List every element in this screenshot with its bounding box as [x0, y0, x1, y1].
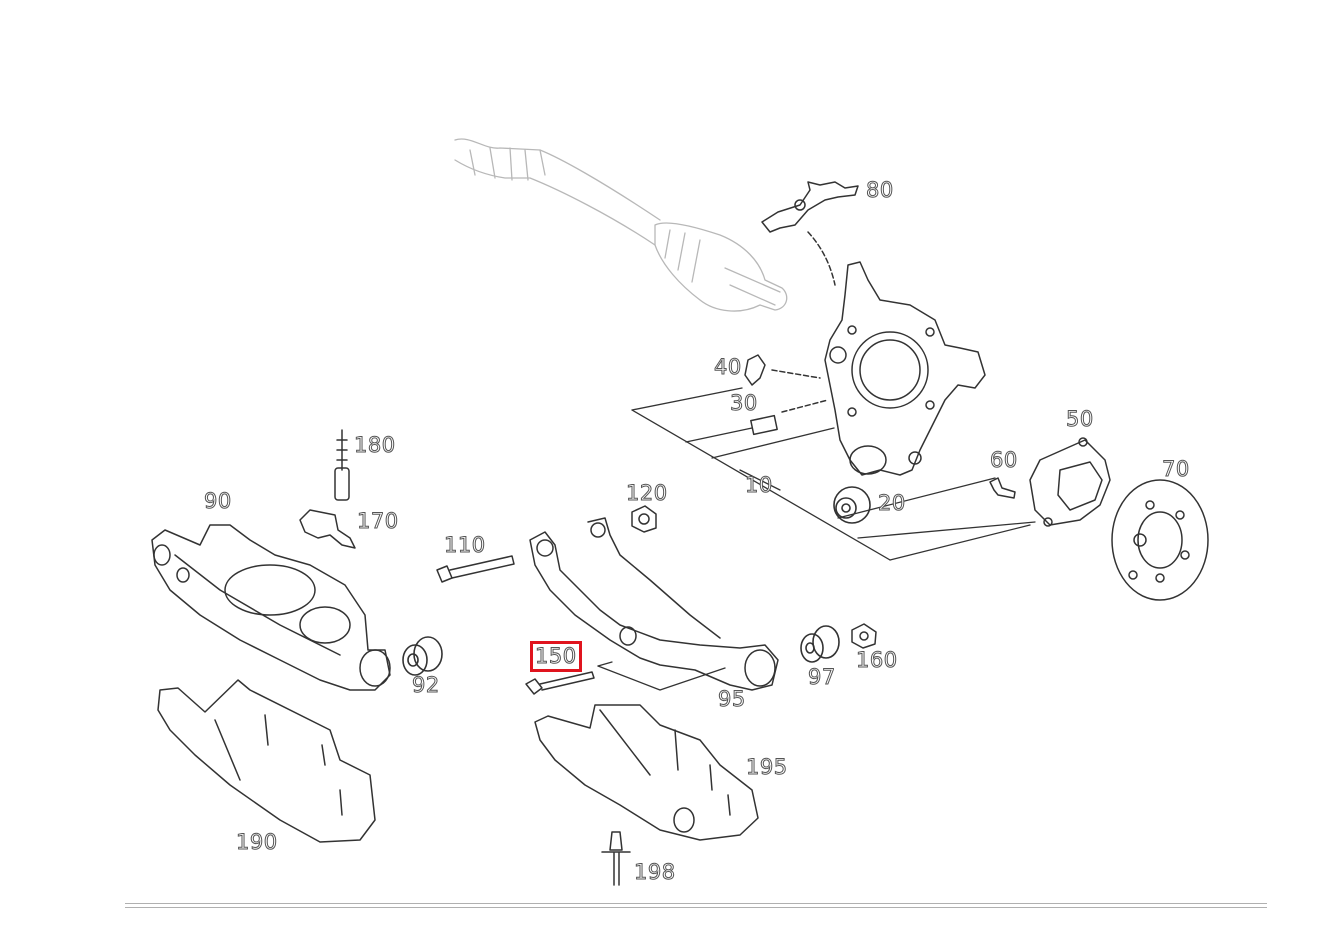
part-80-bracket — [761, 181, 859, 233]
part-90-arm — [151, 524, 391, 691]
part-50-hub — [1029, 437, 1111, 527]
part-60-bolt — [989, 477, 1016, 499]
steering-knuckle — [771, 231, 986, 476]
label-110[interactable]: 110 — [444, 533, 486, 557]
part-120-nut — [631, 505, 657, 533]
part-180-pin — [334, 429, 350, 501]
part-150-bolt — [525, 671, 595, 695]
bottom-rule — [125, 903, 1267, 908]
label-170[interactable]: 170 — [357, 509, 399, 533]
label-160[interactable]: 160 — [856, 648, 898, 672]
label-90[interactable]: 90 — [204, 489, 232, 513]
part-70-disc — [1111, 479, 1209, 601]
label-70[interactable]: 70 — [1162, 457, 1190, 481]
label-120[interactable]: 120 — [626, 481, 668, 505]
part-170-bracket — [299, 509, 356, 549]
part-110-bolt — [436, 555, 515, 583]
label-97[interactable]: 97 — [808, 665, 836, 689]
part-95-arm — [529, 517, 779, 691]
label-80[interactable]: 80 — [866, 178, 894, 202]
label-198[interactable]: 198 — [634, 860, 676, 884]
part-195-cover — [534, 704, 759, 841]
label-180[interactable]: 180 — [354, 433, 396, 457]
label-195[interactable]: 195 — [746, 755, 788, 779]
part-198-clip — [601, 831, 631, 886]
part-92-bushing — [402, 636, 443, 676]
label-95[interactable]: 95 — [718, 687, 746, 711]
label-92[interactable]: 92 — [412, 673, 440, 697]
label-30[interactable]: 30 — [730, 391, 758, 415]
drive-shaft — [454, 138, 788, 312]
label-190[interactable]: 190 — [236, 830, 278, 854]
label-60[interactable]: 60 — [990, 448, 1018, 472]
label-150[interactable]: 150 — [530, 641, 582, 672]
part-20-bushing — [833, 486, 871, 524]
label-40[interactable]: 40 — [714, 355, 742, 379]
leader-lines — [597, 387, 1036, 691]
label-50[interactable]: 50 — [1066, 407, 1094, 431]
label-10[interactable]: 10 — [745, 473, 773, 497]
part-97-bushing — [800, 625, 840, 663]
part-190-cover — [157, 679, 376, 843]
label-20[interactable]: 20 — [878, 491, 906, 515]
part-160-nut — [851, 623, 877, 649]
